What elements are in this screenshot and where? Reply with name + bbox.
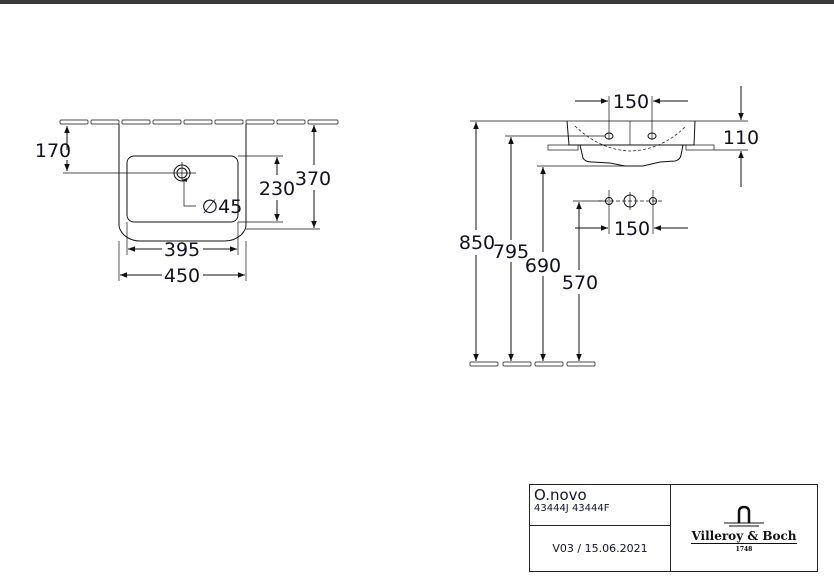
brand-year: 1748 — [735, 546, 753, 553]
version-date: V03 / 15.06.2021 — [552, 542, 648, 555]
tap-holes — [598, 190, 664, 234]
dim-395: 395 — [164, 239, 200, 261]
basin-bowl — [126, 155, 239, 223]
dim-850: 850 — [459, 232, 495, 254]
brand-logo: Villeroy & Boch 1748 — [671, 485, 817, 571]
floor-tiles — [469, 361, 596, 367]
side-view: 150 110 150 850 795 690 570 — [459, 86, 759, 367]
top-view: 170 230 370 ∅45 395 450 — [35, 119, 339, 287]
dim-150-top: 150 — [613, 91, 649, 113]
dim-170: 170 — [35, 140, 71, 162]
window-top-bar — [0, 0, 834, 4]
dim-drain-diameter: ∅45 — [202, 196, 243, 218]
product-codes: 43444J 43444F — [534, 503, 610, 514]
drain-symbol — [63, 162, 196, 207]
basin-profile — [566, 120, 696, 167]
dim-150-bottom: 150 — [614, 218, 650, 240]
faucet-logo-icon — [724, 505, 764, 527]
dim-570: 570 — [562, 272, 598, 294]
brand-name: Villeroy & Boch — [691, 529, 797, 544]
dim-795: 795 — [493, 241, 529, 263]
wall-tiles — [59, 119, 339, 125]
dim-450: 450 — [164, 265, 200, 287]
dim-110: 110 — [723, 127, 759, 149]
product-name: O.novo — [534, 486, 587, 504]
dim-230: 230 — [259, 178, 295, 200]
dim-370: 370 — [295, 168, 331, 190]
title-block: O.novo 43444J 43444F V03 / 15.06.2021 Vi… — [529, 484, 818, 572]
basin-outline — [118, 124, 247, 242]
dim-690: 690 — [525, 255, 561, 277]
